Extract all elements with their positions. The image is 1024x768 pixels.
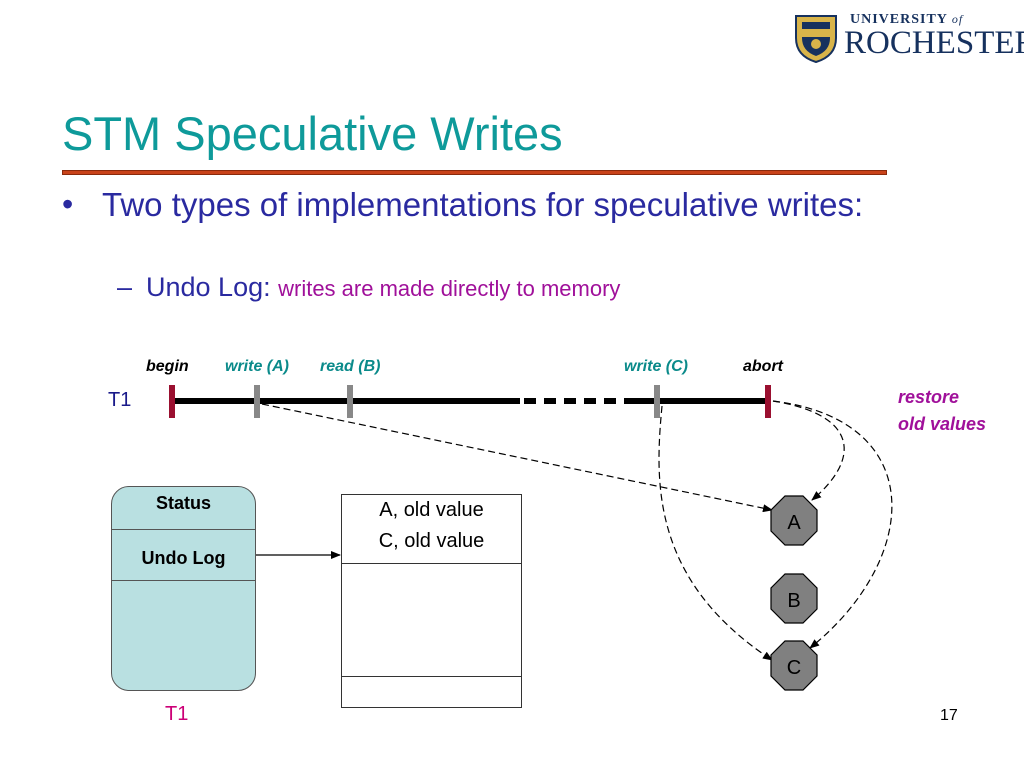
log-entries-divider bbox=[341, 563, 522, 564]
undo-log-label: Undo Log bbox=[141, 548, 226, 568]
bullet-marker: • bbox=[62, 186, 74, 222]
log-entry-a: A, old value bbox=[379, 499, 484, 521]
event-write-a: write (A) bbox=[225, 358, 289, 375]
arrow-restore-a bbox=[772, 400, 845, 501]
event-abort: abort bbox=[743, 358, 783, 375]
slide-title: STM Speculative Writes bbox=[62, 107, 563, 160]
dashed-arrows bbox=[261, 400, 893, 661]
logo-of-word: of bbox=[951, 12, 964, 26]
undo-log-box bbox=[341, 494, 522, 708]
node-a-label: A bbox=[787, 512, 801, 534]
status-label: Status bbox=[155, 493, 211, 513]
arrow-write-a bbox=[261, 403, 773, 513]
memory-nodes: A B C bbox=[770, 495, 818, 691]
page-number: 17 bbox=[940, 707, 958, 724]
log-entry-c: C, old value bbox=[378, 530, 485, 552]
bullet-text: Two types of implementations for specula… bbox=[102, 186, 864, 223]
arrow-restore-c bbox=[772, 400, 893, 649]
restore-note: restore old values bbox=[898, 384, 986, 438]
transaction-status-box bbox=[111, 486, 256, 691]
status-box-owner: T1 bbox=[165, 703, 189, 725]
sub-bullet-marker: – bbox=[117, 272, 133, 302]
arrow-write-c bbox=[658, 405, 773, 661]
event-begin: begin bbox=[146, 358, 189, 375]
logo-rochester-text: ROCHESTER bbox=[844, 25, 1024, 61]
sub-bullet-label: Undo Log: bbox=[146, 272, 279, 302]
title-underline bbox=[62, 170, 887, 175]
event-read-b: read (B) bbox=[320, 358, 381, 375]
node-b-label: B bbox=[787, 590, 800, 612]
logo-university-word: UNIVERSITY bbox=[850, 12, 948, 27]
undo-log-divider bbox=[111, 580, 256, 581]
logo-university-text: UNIVERSITY of bbox=[850, 12, 963, 28]
event-write-c: write (C) bbox=[624, 358, 688, 375]
status-divider bbox=[111, 529, 256, 530]
sub-bullet: Undo Log: writes are made directly to me… bbox=[146, 272, 620, 303]
thread-label: T1 bbox=[108, 389, 132, 411]
university-logo: UNIVERSITY of ROCHESTER bbox=[792, 12, 1024, 64]
node-c-label: C bbox=[787, 657, 801, 679]
node-b bbox=[770, 573, 818, 624]
node-a bbox=[770, 495, 818, 546]
log-bottom-divider bbox=[341, 676, 522, 677]
timeline bbox=[169, 385, 771, 418]
shield-icon bbox=[795, 15, 837, 64]
sub-bullet-detail: writes are made directly to memory bbox=[278, 276, 621, 301]
restore-line1: restore bbox=[898, 387, 960, 407]
restore-line2: old values bbox=[898, 414, 987, 434]
node-c bbox=[770, 640, 818, 691]
